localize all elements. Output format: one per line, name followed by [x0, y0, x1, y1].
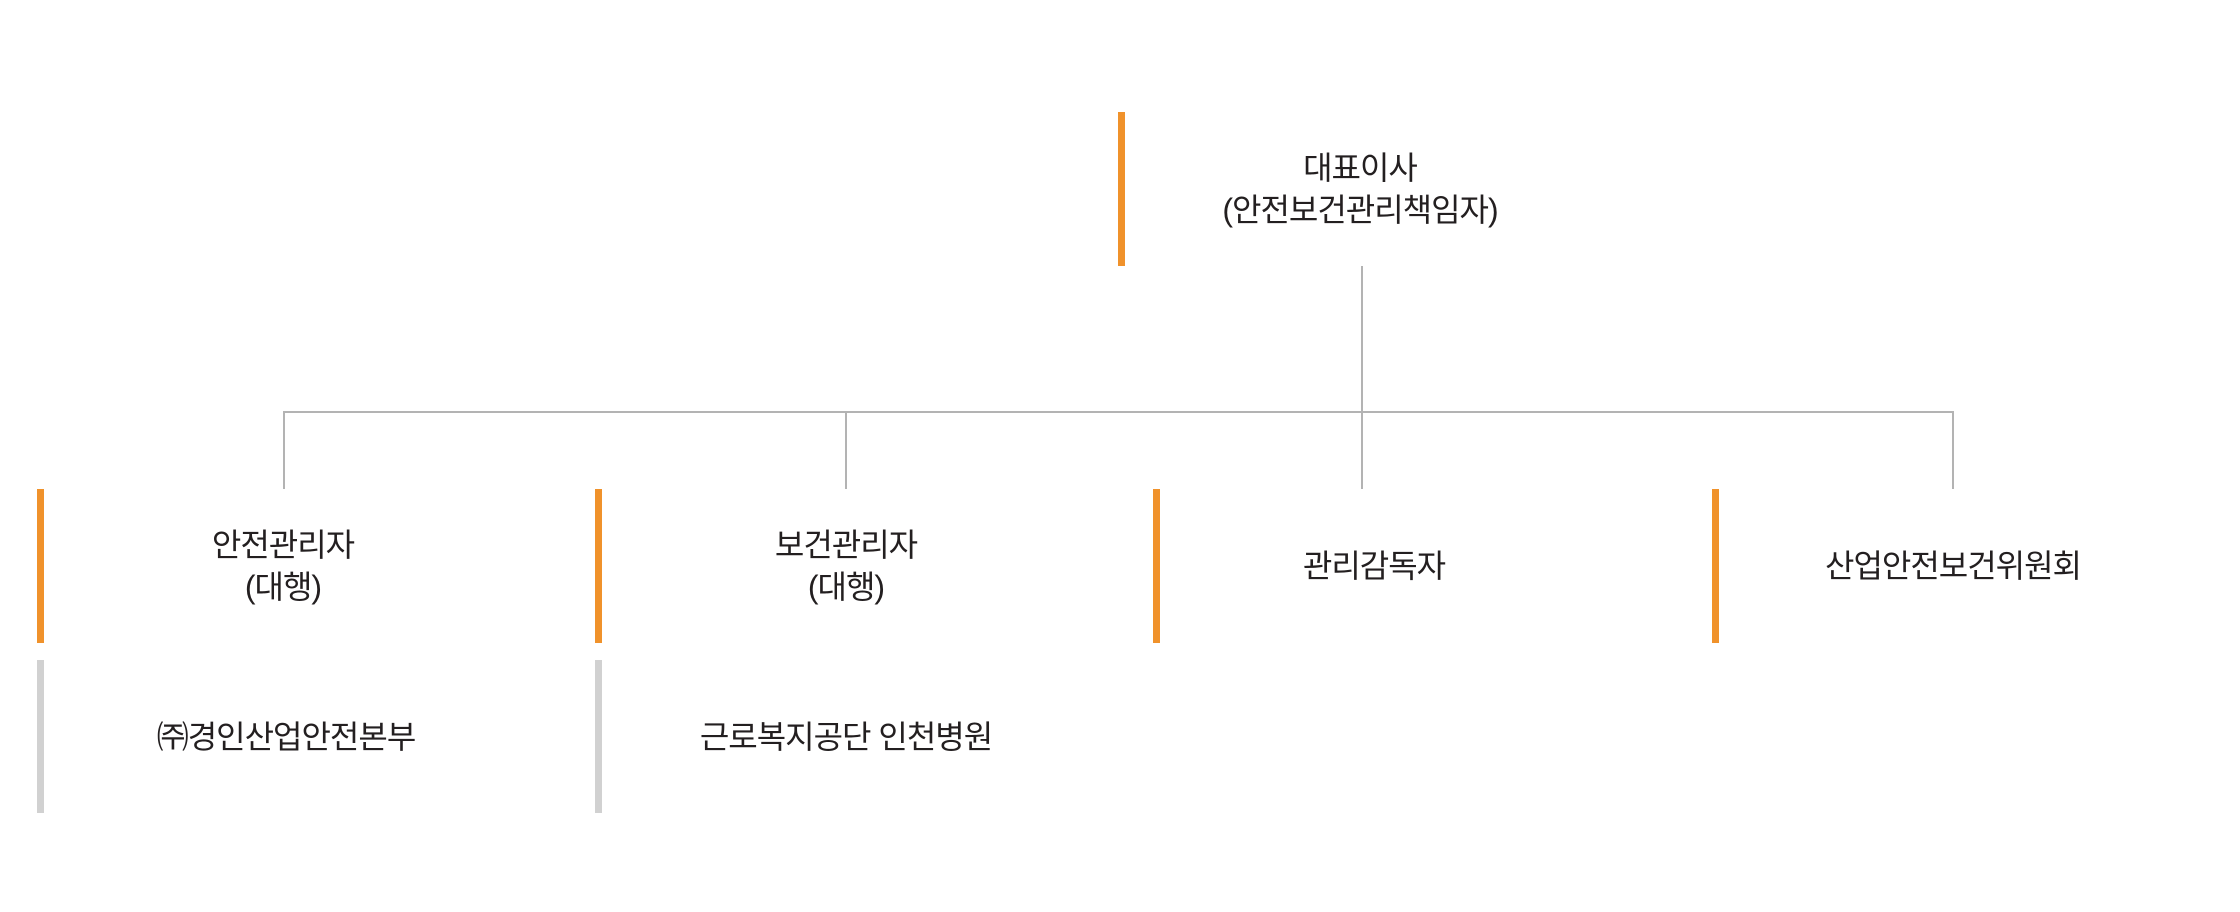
top-node-subtitle: (안전보건관리책임자)	[1222, 192, 1498, 228]
node-accent-bar	[1153, 489, 1160, 643]
connector-vertical-main	[1361, 266, 1363, 489]
node-title: 관리감독자	[1302, 548, 1446, 584]
node-health-manager: 보건관리자 (대행)	[586, 489, 1106, 643]
node-accent-bar	[595, 489, 602, 643]
top-node-ceo: 대표이사 (안전보건관리책임자)	[1100, 112, 1620, 266]
node-safety-committee: 산업안전보건위원회	[1693, 489, 2213, 643]
sub-node-health-agency: 근로복지공단 인천병원	[586, 660, 1106, 813]
node-accent-bar	[37, 489, 44, 643]
node-title: 보건관리자	[774, 527, 918, 563]
connector-drop-1	[283, 411, 285, 489]
node-title: 안전관리자	[211, 527, 355, 563]
sub-node-safety-agency: ㈜경인산업안전본부	[26, 660, 546, 813]
connector-drop-2	[845, 411, 847, 489]
sub-node-label: ㈜경인산업안전본부	[156, 718, 417, 755]
top-node-accent-bar	[1118, 112, 1125, 266]
node-safety-manager: 안전관리자 (대행)	[23, 489, 543, 643]
top-node-title: 대표이사	[1303, 150, 1418, 186]
node-accent-bar	[1712, 489, 1719, 643]
node-subtitle: (대행)	[244, 569, 322, 605]
node-supervisor: 관리감독자	[1114, 489, 1634, 643]
sub-node-bar	[595, 660, 602, 813]
sub-node-bar	[37, 660, 44, 813]
connector-drop-4	[1952, 411, 1954, 489]
sub-node-label: 근로복지공단 인천병원	[699, 718, 993, 755]
node-title: 산업안전보건위원회	[1825, 548, 2082, 584]
connector-horizontal	[283, 411, 1954, 413]
node-subtitle: (대행)	[807, 569, 885, 605]
